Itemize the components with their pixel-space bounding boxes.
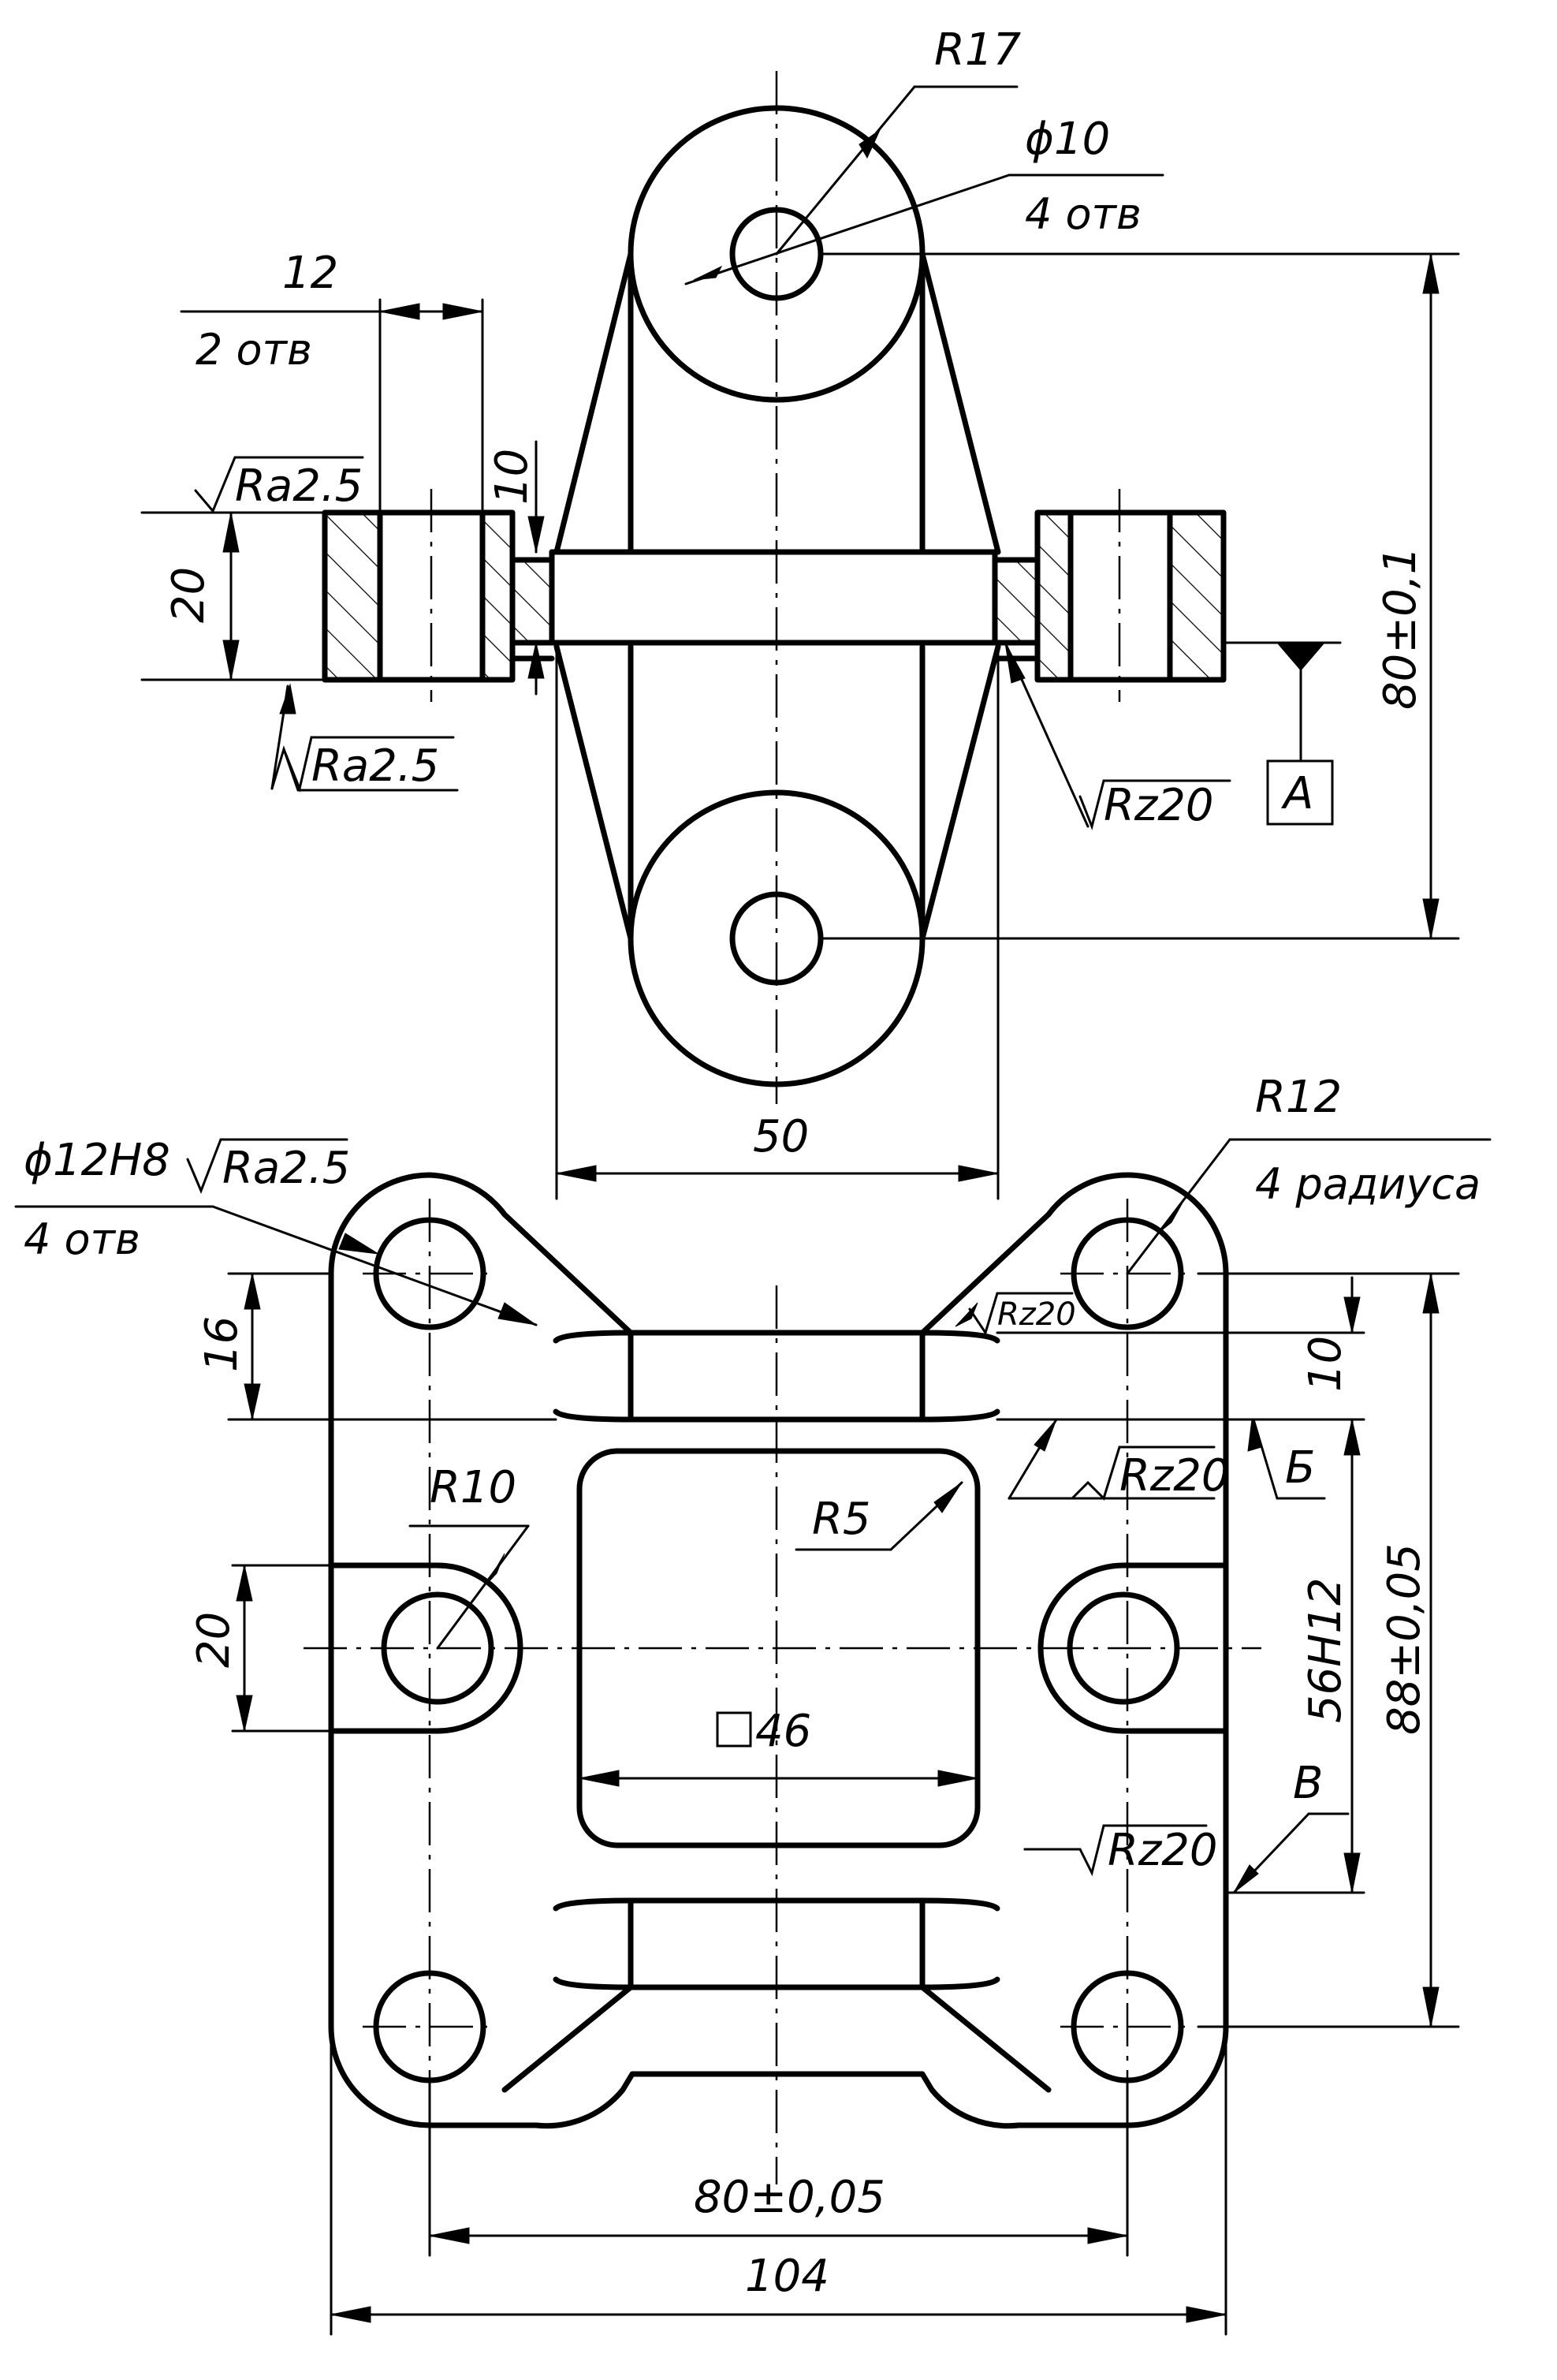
w50-label: 50: [753, 1111, 809, 1162]
ra-bottom-view-label: Ra2.5: [222, 1143, 350, 1194]
ra-bottom-label: Ra2.5: [311, 740, 439, 792]
rz20-top-label: Rz20: [1104, 780, 1214, 831]
r10-label: R10: [430, 1462, 516, 1513]
h88-label: 88±0,05: [1379, 1543, 1430, 1735]
mark-b-label: Б: [1285, 1442, 1315, 1494]
d10-label: ϕ10: [1025, 114, 1110, 165]
h20-top-label: 20: [163, 567, 214, 623]
r17-label: R17: [934, 24, 1022, 76]
r5-label: R5: [812, 1494, 871, 1545]
h10-top-label: 10: [486, 449, 538, 505]
h56-label: 56H12: [1300, 1577, 1351, 1723]
w80-label: 80±0,05: [694, 2172, 885, 2223]
h10-bottom-label: 10: [1300, 1336, 1351, 1392]
holes4-top-label: 4 отв: [1025, 189, 1142, 239]
radii4-label: 4 радиуса: [1255, 1159, 1481, 1209]
rz-v-label: Rz20: [1108, 1825, 1218, 1876]
mark-v-label: В: [1293, 1758, 1323, 1809]
rz-b-label: Rz20: [1119, 1450, 1230, 1501]
datum-a-label: A: [1281, 768, 1313, 819]
r12-label: R12: [1255, 1072, 1342, 1123]
w104-label: 104: [745, 2251, 829, 2302]
c80-label: 80±0,1: [1375, 547, 1426, 710]
rz-small-label: Rz20: [997, 1296, 1076, 1333]
hatched-sections: [325, 513, 1224, 680]
holes2-label: 2 отв: [196, 325, 312, 375]
holes4-bottom-label: 4 отв: [24, 1214, 140, 1264]
w12-label: 12: [282, 248, 338, 299]
h16-label: 16: [196, 1316, 248, 1372]
sq46-label: 46: [755, 1706, 811, 1757]
top-view: R17 ϕ10 4 отв 80±0,1 12 2 отв Ra2.5 20: [140, 24, 1460, 1200]
ra-top-label: Ra2.5: [235, 461, 363, 512]
d12-label: ϕ12H8: [24, 1135, 170, 1186]
h20-bottom-label: 20: [188, 1612, 240, 1668]
bottom-view: ϕ12H8 4 отв Ra2.5 R12 4 радиуса Rz20 16 …: [14, 1072, 1492, 2336]
